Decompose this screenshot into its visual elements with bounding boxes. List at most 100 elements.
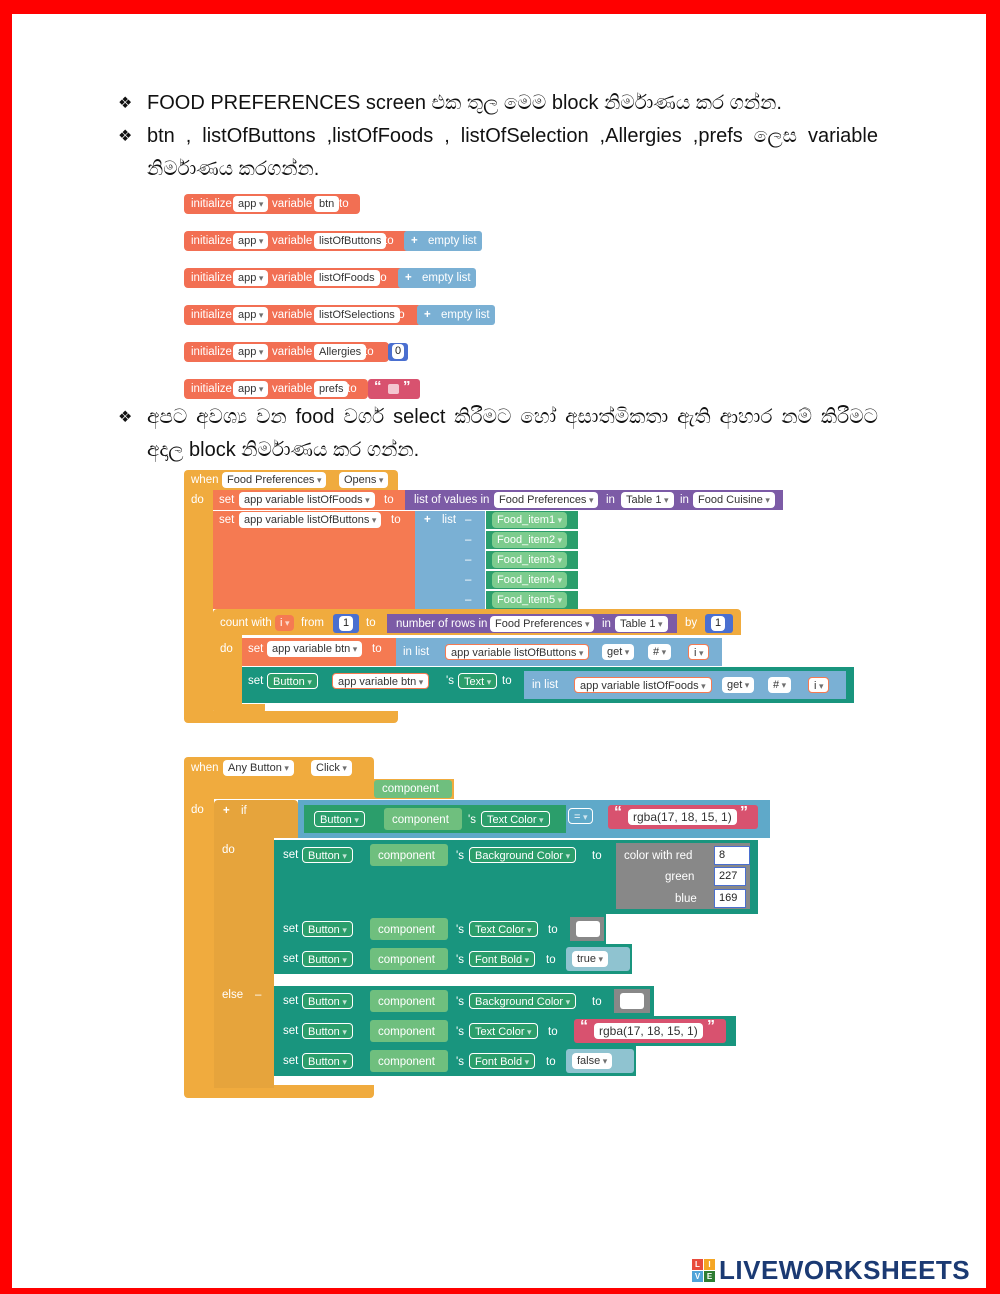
scope-dropdown[interactable]: app — [233, 196, 269, 212]
green-value[interactable]: 227 — [716, 869, 741, 884]
color-swatch-white[interactable] — [576, 921, 600, 937]
init-block-btn[interactable]: initialize app variable btn to — [184, 194, 360, 214]
text-block[interactable]: “ ” — [368, 379, 420, 399]
make-list-block[interactable] — [415, 511, 485, 609]
component-dropdown[interactable]: Button — [302, 847, 353, 863]
minus-icon[interactable]: – — [465, 554, 472, 566]
minus-icon[interactable]: – — [465, 574, 472, 586]
variable-name[interactable]: prefs — [314, 381, 349, 397]
component-param[interactable] — [370, 1020, 448, 1042]
to-label: to — [546, 1056, 556, 1068]
index-dropdown[interactable]: # — [648, 644, 672, 660]
component-param[interactable] — [384, 808, 462, 830]
component-param[interactable] — [370, 990, 448, 1012]
component-param[interactable] — [370, 844, 448, 866]
variable-name[interactable]: listOfFoods — [314, 270, 380, 286]
minus-icon[interactable]: – — [465, 514, 472, 526]
color-swatch-white[interactable] — [620, 993, 644, 1009]
number-block[interactable]: 0 — [388, 343, 408, 361]
component-dropdown[interactable]: Button — [302, 951, 353, 967]
variable-dropdown[interactable]: app variable btn — [332, 673, 430, 689]
event-dropdown[interactable]: Opens — [339, 472, 389, 488]
property-dropdown[interactable]: Text — [458, 673, 498, 689]
count-variable[interactable]: i — [275, 615, 295, 631]
init-block-prefs[interactable]: initialize app variable prefs to — [184, 379, 368, 399]
if-block[interactable] — [214, 800, 298, 838]
component-dropdown[interactable]: Button — [302, 1053, 353, 1069]
screen-dropdown[interactable]: Food Preferences — [222, 472, 327, 488]
empty-list-block[interactable]: + empty list — [398, 268, 476, 288]
index-variable[interactable]: i — [688, 644, 710, 660]
init-block-allergies[interactable]: initialize app variable Allergies to — [184, 342, 389, 362]
minus-icon[interactable]: – — [255, 989, 262, 1001]
empty-list-block[interactable]: + empty list — [417, 305, 495, 325]
property-dropdown[interactable]: Text Color — [469, 921, 538, 937]
variable-name[interactable]: listOfButtons — [314, 233, 387, 249]
food-item-dropdown[interactable]: Food_item3 — [492, 552, 568, 568]
param-pill[interactable] — [374, 780, 452, 798]
component-dropdown[interactable]: Any Button — [223, 760, 294, 776]
table-dropdown[interactable]: Table 1 — [615, 616, 668, 632]
component-dropdown[interactable]: Button — [314, 811, 365, 827]
text-value[interactable]: rgba(17, 18, 15, 1) — [594, 1023, 703, 1039]
component-label: component — [378, 1026, 435, 1038]
screen-dropdown[interactable]: Food Preferences — [490, 616, 595, 632]
number-value[interactable]: 1 — [339, 616, 354, 631]
table-dropdown[interactable]: Table 1 — [621, 492, 674, 508]
column-dropdown[interactable]: Food Cuisine — [693, 492, 775, 508]
scope-dropdown[interactable]: app — [233, 270, 269, 286]
component-param[interactable] — [370, 1050, 448, 1072]
index-variable[interactable]: i — [808, 677, 830, 693]
number-value[interactable]: 1 — [711, 616, 726, 631]
plus-icon[interactable]: + — [223, 805, 230, 817]
screen-dropdown[interactable]: Food Preferences — [494, 492, 599, 508]
variable-dropdown[interactable]: app variable listOfFoods — [239, 492, 375, 508]
property-dropdown[interactable]: Background Color — [469, 847, 577, 863]
boolean-dropdown[interactable]: false — [572, 1053, 613, 1069]
minus-icon[interactable]: – — [465, 594, 472, 606]
food-item-dropdown[interactable]: Food_item2 — [492, 532, 568, 548]
component-dropdown[interactable]: Button — [302, 1023, 353, 1039]
init-block-listofselections[interactable]: initialize app variable listOfSelections… — [184, 305, 422, 325]
variable-dropdown[interactable]: app variable listOfButtons — [239, 512, 382, 528]
red-value[interactable]: 8 — [716, 848, 729, 863]
component-dropdown[interactable]: Button — [302, 921, 353, 937]
component-param[interactable] — [370, 948, 448, 970]
scope-dropdown[interactable]: app — [233, 381, 269, 397]
variable-name[interactable]: listOfSelections — [314, 307, 400, 323]
variable-name[interactable]: btn — [314, 196, 340, 212]
text-input[interactable] — [388, 384, 399, 394]
operator-dropdown[interactable]: = — [568, 808, 594, 824]
get-dropdown[interactable]: get — [602, 644, 635, 660]
property-dropdown[interactable]: Background Color — [469, 993, 577, 1009]
index-dropdown[interactable]: # — [768, 677, 792, 693]
init-block-listofbuttons[interactable]: initialize app variable listOfButtons to — [184, 231, 410, 251]
food-item-dropdown[interactable]: Food_item5 — [492, 592, 568, 608]
variable-name[interactable]: Allergies — [314, 344, 367, 360]
minus-icon[interactable]: – — [465, 534, 472, 546]
variable-dropdown[interactable]: app variable listOfButtons — [445, 644, 590, 660]
property-dropdown[interactable]: Text Color — [469, 1023, 538, 1039]
property-dropdown[interactable]: Font Bold — [469, 1053, 536, 1069]
boolean-dropdown[interactable]: true — [572, 951, 608, 967]
variable-dropdown[interactable]: app variable btn — [267, 641, 363, 657]
food-item-dropdown[interactable]: Food_item4 — [492, 572, 568, 588]
component-dropdown[interactable]: Button — [267, 673, 318, 689]
property-dropdown[interactable]: Font Bold — [469, 951, 536, 967]
text-value[interactable]: rgba(17, 18, 15, 1) — [628, 809, 737, 825]
init-block-listoffoods[interactable]: initialize app variable listOfFoods to — [184, 268, 404, 288]
scope-dropdown[interactable]: app — [233, 344, 269, 360]
variable-dropdown[interactable]: app variable listOfFoods — [574, 677, 712, 693]
scope-dropdown[interactable]: app — [233, 307, 269, 323]
scope-dropdown[interactable]: app — [233, 233, 269, 249]
number-value[interactable]: 0 — [392, 344, 405, 359]
event-dropdown[interactable]: Click — [311, 760, 352, 776]
plus-icon[interactable]: + — [424, 514, 431, 526]
property-dropdown[interactable]: Text Color — [481, 811, 550, 827]
blue-value[interactable]: 169 — [716, 891, 741, 906]
get-dropdown[interactable]: get — [722, 677, 755, 693]
component-param[interactable] — [370, 918, 448, 940]
food-item-dropdown[interactable]: Food_item1 — [492, 512, 568, 528]
component-dropdown[interactable]: Button — [302, 993, 353, 1009]
empty-list-block[interactable]: + empty list — [404, 231, 482, 251]
